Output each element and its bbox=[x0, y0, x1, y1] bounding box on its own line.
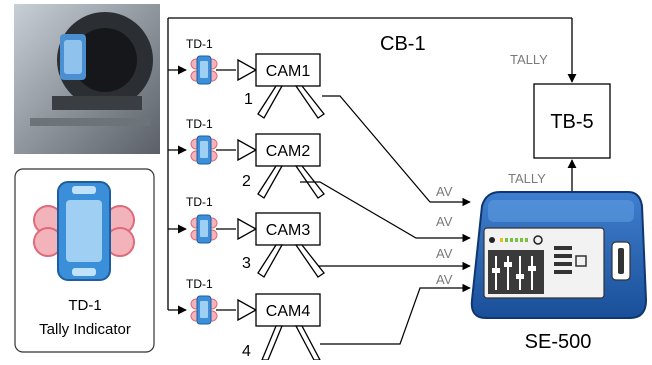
camera-name-3: CAM3 bbox=[266, 222, 311, 239]
td-label-4: TD-1 bbox=[186, 277, 213, 291]
camera-lens-icon bbox=[237, 58, 258, 82]
tally-indicator-icon bbox=[190, 55, 218, 85]
tally-top-label: TALLY bbox=[510, 52, 548, 67]
tripod-icon bbox=[261, 325, 322, 361]
td-label-2: TD-1 bbox=[186, 117, 213, 131]
camera-name-1: CAM1 bbox=[266, 63, 311, 80]
camera-number-3: 3 bbox=[242, 255, 251, 272]
av-label-1: AV bbox=[436, 184, 453, 199]
tally-bottom-label: TALLY bbox=[508, 171, 546, 186]
tally-box-tb5: TB-5 bbox=[533, 83, 611, 159]
cable-bus bbox=[167, 17, 577, 310]
switcher-handle-icon bbox=[611, 241, 631, 281]
av-signal-lines bbox=[300, 95, 471, 345]
bus-label: CB-1 bbox=[380, 33, 426, 55]
av-label-3: AV bbox=[436, 246, 453, 261]
tripod-icon bbox=[257, 244, 325, 278]
switcher-leds-icon bbox=[489, 235, 543, 245]
camera-number-1: 1 bbox=[244, 91, 253, 108]
camera-number-4: 4 bbox=[242, 343, 251, 360]
tally-indicator-icon bbox=[190, 214, 218, 244]
camera-box-3 bbox=[255, 212, 321, 246]
av-label-4: AV bbox=[436, 272, 453, 287]
camera-name-4: CAM4 bbox=[266, 303, 311, 320]
camera-box-4 bbox=[255, 293, 321, 327]
camera-row-2: TD-1 CAM2 2 bbox=[168, 117, 325, 199]
camera-row-1: TD-1 CAM1 1 bbox=[168, 37, 325, 119]
tally-indicator-icon bbox=[190, 135, 218, 165]
tally-box-label: TB-5 bbox=[550, 111, 593, 133]
tally-indicator-icon bbox=[190, 295, 218, 325]
camera-lens-icon bbox=[237, 298, 258, 322]
tripod-icon bbox=[257, 85, 325, 119]
legend-tally-indicator-icon bbox=[33, 181, 135, 281]
camera-row-3: TD-1 CAM3 3 bbox=[168, 195, 325, 278]
camera-box-1 bbox=[255, 53, 321, 87]
camera-photo bbox=[14, 4, 160, 154]
switcher-display-icon bbox=[554, 246, 587, 274]
switcher-se500 bbox=[470, 191, 648, 319]
camera-lens-icon bbox=[237, 217, 258, 241]
td-label-3: TD-1 bbox=[186, 195, 213, 209]
camera-lens-icon bbox=[237, 138, 258, 162]
td-label-1: TD-1 bbox=[186, 37, 213, 51]
legend-title: TD-1 bbox=[68, 297, 101, 314]
camera-name-2: CAM2 bbox=[266, 143, 311, 160]
camera-number-2: 2 bbox=[242, 173, 251, 190]
legend-box: TD-1 Tally Indicator bbox=[14, 168, 155, 353]
av-label-2: AV bbox=[436, 214, 453, 229]
camera-box-2 bbox=[255, 133, 321, 167]
switcher-label: SE-500 bbox=[525, 331, 592, 353]
legend-subtitle: Tally Indicator bbox=[39, 321, 131, 338]
camera-row-4: TD-1 CAM4 4 bbox=[168, 277, 322, 361]
